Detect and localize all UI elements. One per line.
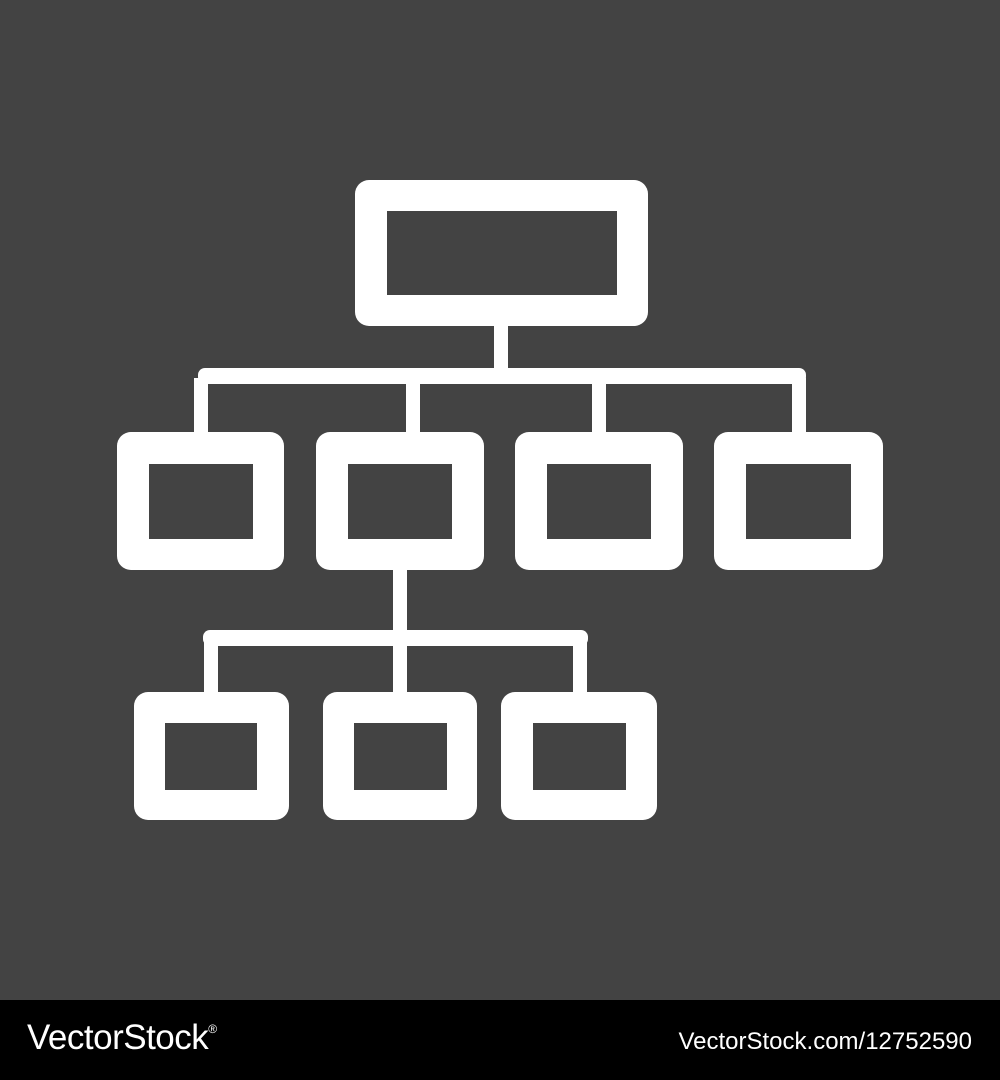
connector-drop-4 (792, 378, 806, 436)
connector-level2-bar (198, 368, 806, 384)
connector-drop-3 (592, 378, 606, 436)
org-box-level3-2 (323, 692, 477, 820)
watermark-footer: VectorStock® VectorStock.com/12752590 (0, 1000, 1000, 1080)
connector-root-stem (494, 322, 508, 374)
brand-name: VectorStock (27, 1018, 209, 1057)
org-box-level2-1 (117, 432, 284, 570)
org-box-level2-3 (515, 432, 683, 570)
org-box-level3-1 (134, 692, 289, 820)
icon-canvas (0, 0, 1000, 1000)
org-box-root (355, 180, 648, 326)
org-box-level3-3 (501, 692, 657, 820)
registered-mark: ® (208, 1022, 217, 1036)
connector-drop-1 (194, 378, 208, 436)
org-chart-icon (0, 0, 1000, 1000)
connector-drop-2 (406, 378, 420, 436)
org-box-level2-2 (316, 432, 484, 570)
connector-drop-6 (393, 638, 407, 696)
org-box-level2-4 (714, 432, 883, 570)
connectors (194, 322, 806, 696)
connector-drop-7 (573, 638, 587, 696)
vectorstock-logo: VectorStock® (27, 1018, 217, 1058)
connector-drop-5 (204, 638, 218, 696)
connector-level2-stem (393, 566, 407, 638)
image-id: VectorStock.com/12752590 (678, 1028, 972, 1055)
